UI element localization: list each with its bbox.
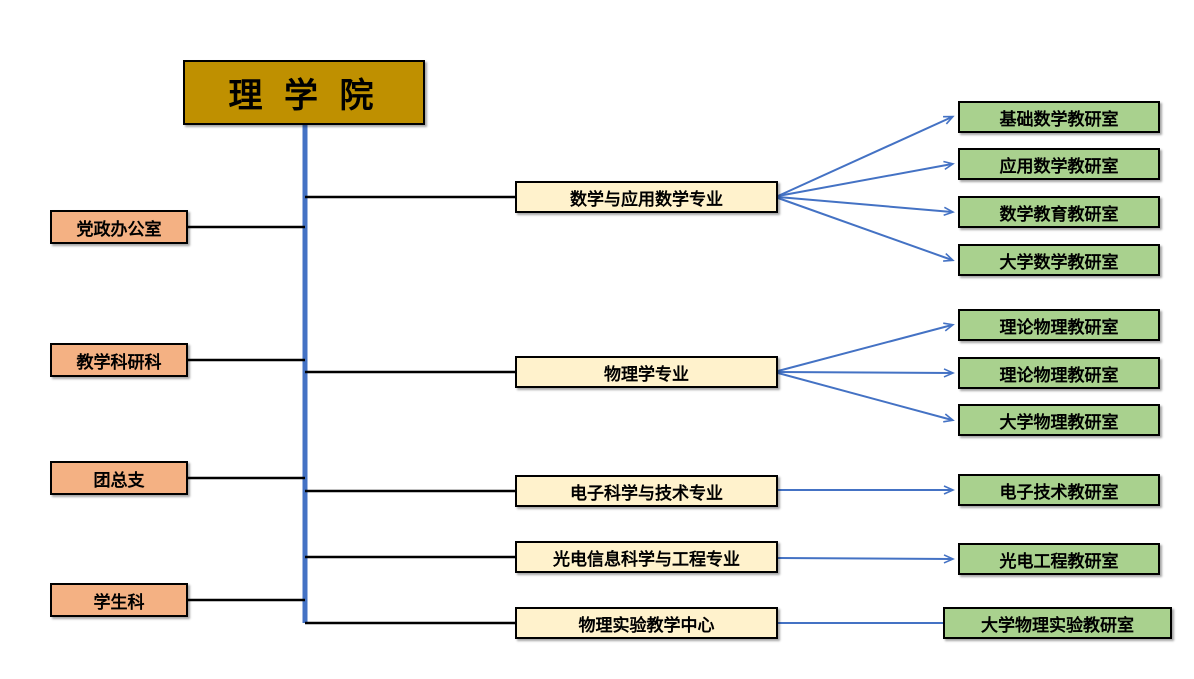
office-box: 理论物理教研室: [958, 357, 1160, 389]
major-box: 电子科学与技术专业: [515, 475, 778, 507]
office-box: 大学数学教研室: [958, 244, 1160, 276]
major-box: 物理实验教学中心: [515, 607, 778, 639]
office-box: 基础数学教研室: [958, 101, 1160, 133]
dept-box: 党政办公室: [50, 210, 188, 244]
office-box: 应用数学教研室: [958, 148, 1160, 180]
dept-connectors: [188, 225, 305, 602]
office-box: 电子技术教研室: [958, 474, 1160, 506]
major-box: 数学与应用数学专业: [515, 181, 778, 213]
major-box: 光电信息科学与工程专业: [515, 541, 778, 573]
dept-box: 教学科研科: [50, 343, 188, 377]
office-box: 大学物理教研室: [958, 404, 1160, 436]
office-box: 理论物理教研室: [958, 309, 1160, 341]
college-root-box: 理 学 院: [183, 60, 425, 125]
dept-box: 学生科: [50, 583, 188, 617]
office-box: 大学物理实验教研室: [943, 607, 1172, 639]
office-arrows: [777, 115, 955, 624]
dept-box: 团总支: [50, 461, 188, 495]
major-box: 物理学专业: [515, 356, 778, 388]
office-box: 数学教育教研室: [958, 196, 1160, 228]
office-box: 光电工程教研室: [958, 543, 1160, 575]
major-connectors: [305, 195, 515, 625]
